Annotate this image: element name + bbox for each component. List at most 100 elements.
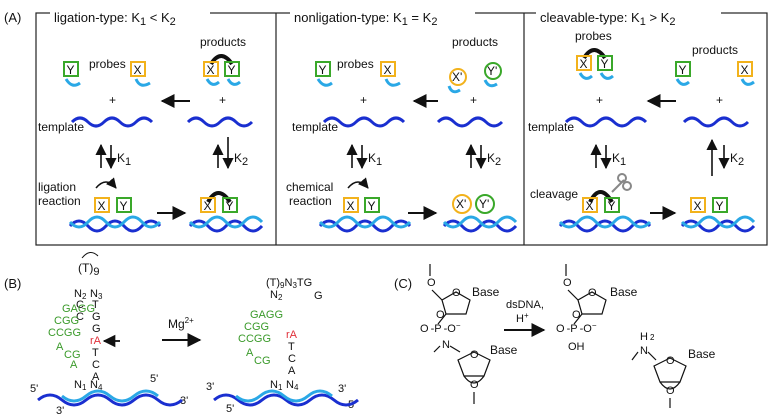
svg-text:N4: N4 [286, 379, 299, 392]
svg-text:5': 5' [226, 403, 234, 415]
svg-text:O: O [588, 287, 597, 299]
product-structure: O O Base O-P-O− O OH H 2 N O Base O [556, 264, 716, 408]
svg-text:2: 2 [650, 333, 655, 342]
template-label-2: template [292, 120, 338, 134]
svg-text:T: T [92, 347, 99, 359]
svg-text:X: X [384, 63, 392, 77]
svg-text:Y: Y [608, 199, 616, 213]
svg-text:N4: N4 [90, 379, 103, 392]
svg-text:C: C [288, 353, 296, 365]
svg-text:O: O [452, 287, 461, 299]
svg-text:Base: Base [490, 343, 518, 357]
svg-text:N: N [640, 345, 648, 357]
svg-text:X: X [347, 199, 355, 213]
mg-label: Mg2+ [168, 316, 194, 331]
section-title-nonligation: nonligation-type: K1 = K2 [294, 10, 437, 28]
svg-text:X: X [98, 199, 106, 213]
svg-text:Y: Y [679, 63, 687, 77]
svg-text:reaction: reaction [38, 194, 81, 208]
cleavage-label: cleavage [530, 187, 578, 201]
svg-text:X: X [694, 199, 702, 213]
svg-text:X': X' [456, 197, 466, 211]
svg-text:+: + [596, 93, 603, 107]
svg-text:C: C [92, 359, 100, 371]
svg-text:5': 5' [30, 383, 38, 395]
probe-y-box [63, 61, 79, 77]
svg-text:Y: Y [228, 63, 236, 77]
svg-text:C: C [76, 299, 84, 311]
template-label-1: template [38, 120, 84, 134]
svg-text:rA: rA [286, 329, 298, 341]
svg-text:3': 3' [56, 405, 64, 417]
section-cleavable: probes X Y + template products Y X + K1 … [528, 29, 756, 233]
svg-text:O: O [572, 309, 581, 321]
svg-text:Y: Y [319, 63, 327, 77]
svg-text:O: O [436, 309, 445, 321]
svg-text:A: A [92, 371, 100, 383]
svg-text:N2: N2 [74, 288, 87, 301]
svg-text:Y: Y [716, 199, 724, 213]
svg-text:reaction: reaction [289, 194, 332, 208]
svg-text:Base: Base [610, 285, 638, 299]
svg-text:X: X [207, 63, 215, 77]
svg-text:Y': Y' [487, 64, 497, 78]
svg-text:T: T [92, 299, 99, 311]
svg-text:N: N [442, 339, 450, 351]
panel-c-label: (C) [394, 276, 412, 291]
products-label-2: products [452, 35, 498, 49]
svg-text:A: A [70, 359, 78, 371]
svg-text:+: + [470, 93, 477, 107]
svg-text:rA: rA [90, 335, 102, 347]
svg-text:CGG: CGG [244, 321, 269, 333]
ligation-label: ligation [38, 180, 76, 194]
deoxyribozyme-structure: (T)9 N2 N3 C T C G G rA T C A GAGG CGG C… [30, 252, 188, 417]
svg-text:Y': Y' [479, 197, 489, 211]
svg-text:+: + [109, 93, 116, 107]
svg-text:O: O [427, 277, 436, 289]
products-label-3: products [692, 43, 738, 57]
svg-text:CCGG: CCGG [48, 327, 81, 339]
svg-text:X: X [580, 57, 588, 71]
section-nonligation: Y probes X + template products X' Y' + K… [286, 35, 518, 233]
section-ligation: Y probes X + template products X Y + K1 … [38, 35, 264, 233]
svg-text:A: A [288, 365, 296, 377]
svg-text:3': 3' [180, 395, 188, 407]
svg-text:CCGG: CCGG [238, 333, 271, 345]
svg-text:CG: CG [254, 355, 271, 367]
svg-text:O: O [470, 349, 479, 361]
section-title-cleavable: cleavable-type: K1 > K2 [540, 10, 675, 28]
svg-text:K2: K2 [234, 151, 248, 168]
probes-label: probes [89, 57, 126, 71]
svg-text:X: X [741, 63, 749, 77]
svg-text:T: T [288, 341, 295, 353]
svg-text:GAGG: GAGG [250, 309, 283, 321]
svg-text:5': 5' [150, 373, 158, 385]
svg-text:(T)9N3TG: (T)9N3TG [266, 277, 312, 290]
panel-b-label: (B) [4, 276, 21, 291]
panel-a-label: (A) [4, 10, 21, 25]
scissors-icon [611, 173, 632, 193]
svg-text:N1: N1 [74, 379, 87, 392]
svg-text:O-P-O−: O-P-O− [556, 321, 597, 335]
panel-a-frame [35, 12, 768, 246]
svg-text:Y: Y [67, 63, 75, 77]
svg-text:+: + [219, 93, 226, 107]
reactant-structure: O O Base O-P-O− O N O Base O [420, 264, 518, 404]
svg-text:O: O [563, 277, 572, 289]
svg-text:G: G [92, 311, 101, 323]
svg-text:G: G [314, 290, 323, 302]
svg-text:+: + [716, 93, 723, 107]
template-label-3: template [528, 120, 574, 134]
svg-text:O: O [666, 385, 675, 397]
probes-label-2: probes [337, 57, 374, 71]
svg-text:(T)9: (T)9 [78, 261, 99, 278]
svg-text:+: + [360, 93, 367, 107]
svg-text:X: X [134, 63, 142, 77]
svg-text:G: G [92, 323, 101, 335]
svg-text:OH: OH [568, 341, 585, 353]
svg-text:chemical: chemical [286, 180, 333, 194]
section-title-ligation: ligation-type: K1 < K2 [54, 10, 176, 28]
svg-text:3': 3' [338, 383, 346, 395]
cleaved-product: (T)9N3TG N2 G GAGG CGG CCGG A CG rA T C … [206, 277, 359, 415]
